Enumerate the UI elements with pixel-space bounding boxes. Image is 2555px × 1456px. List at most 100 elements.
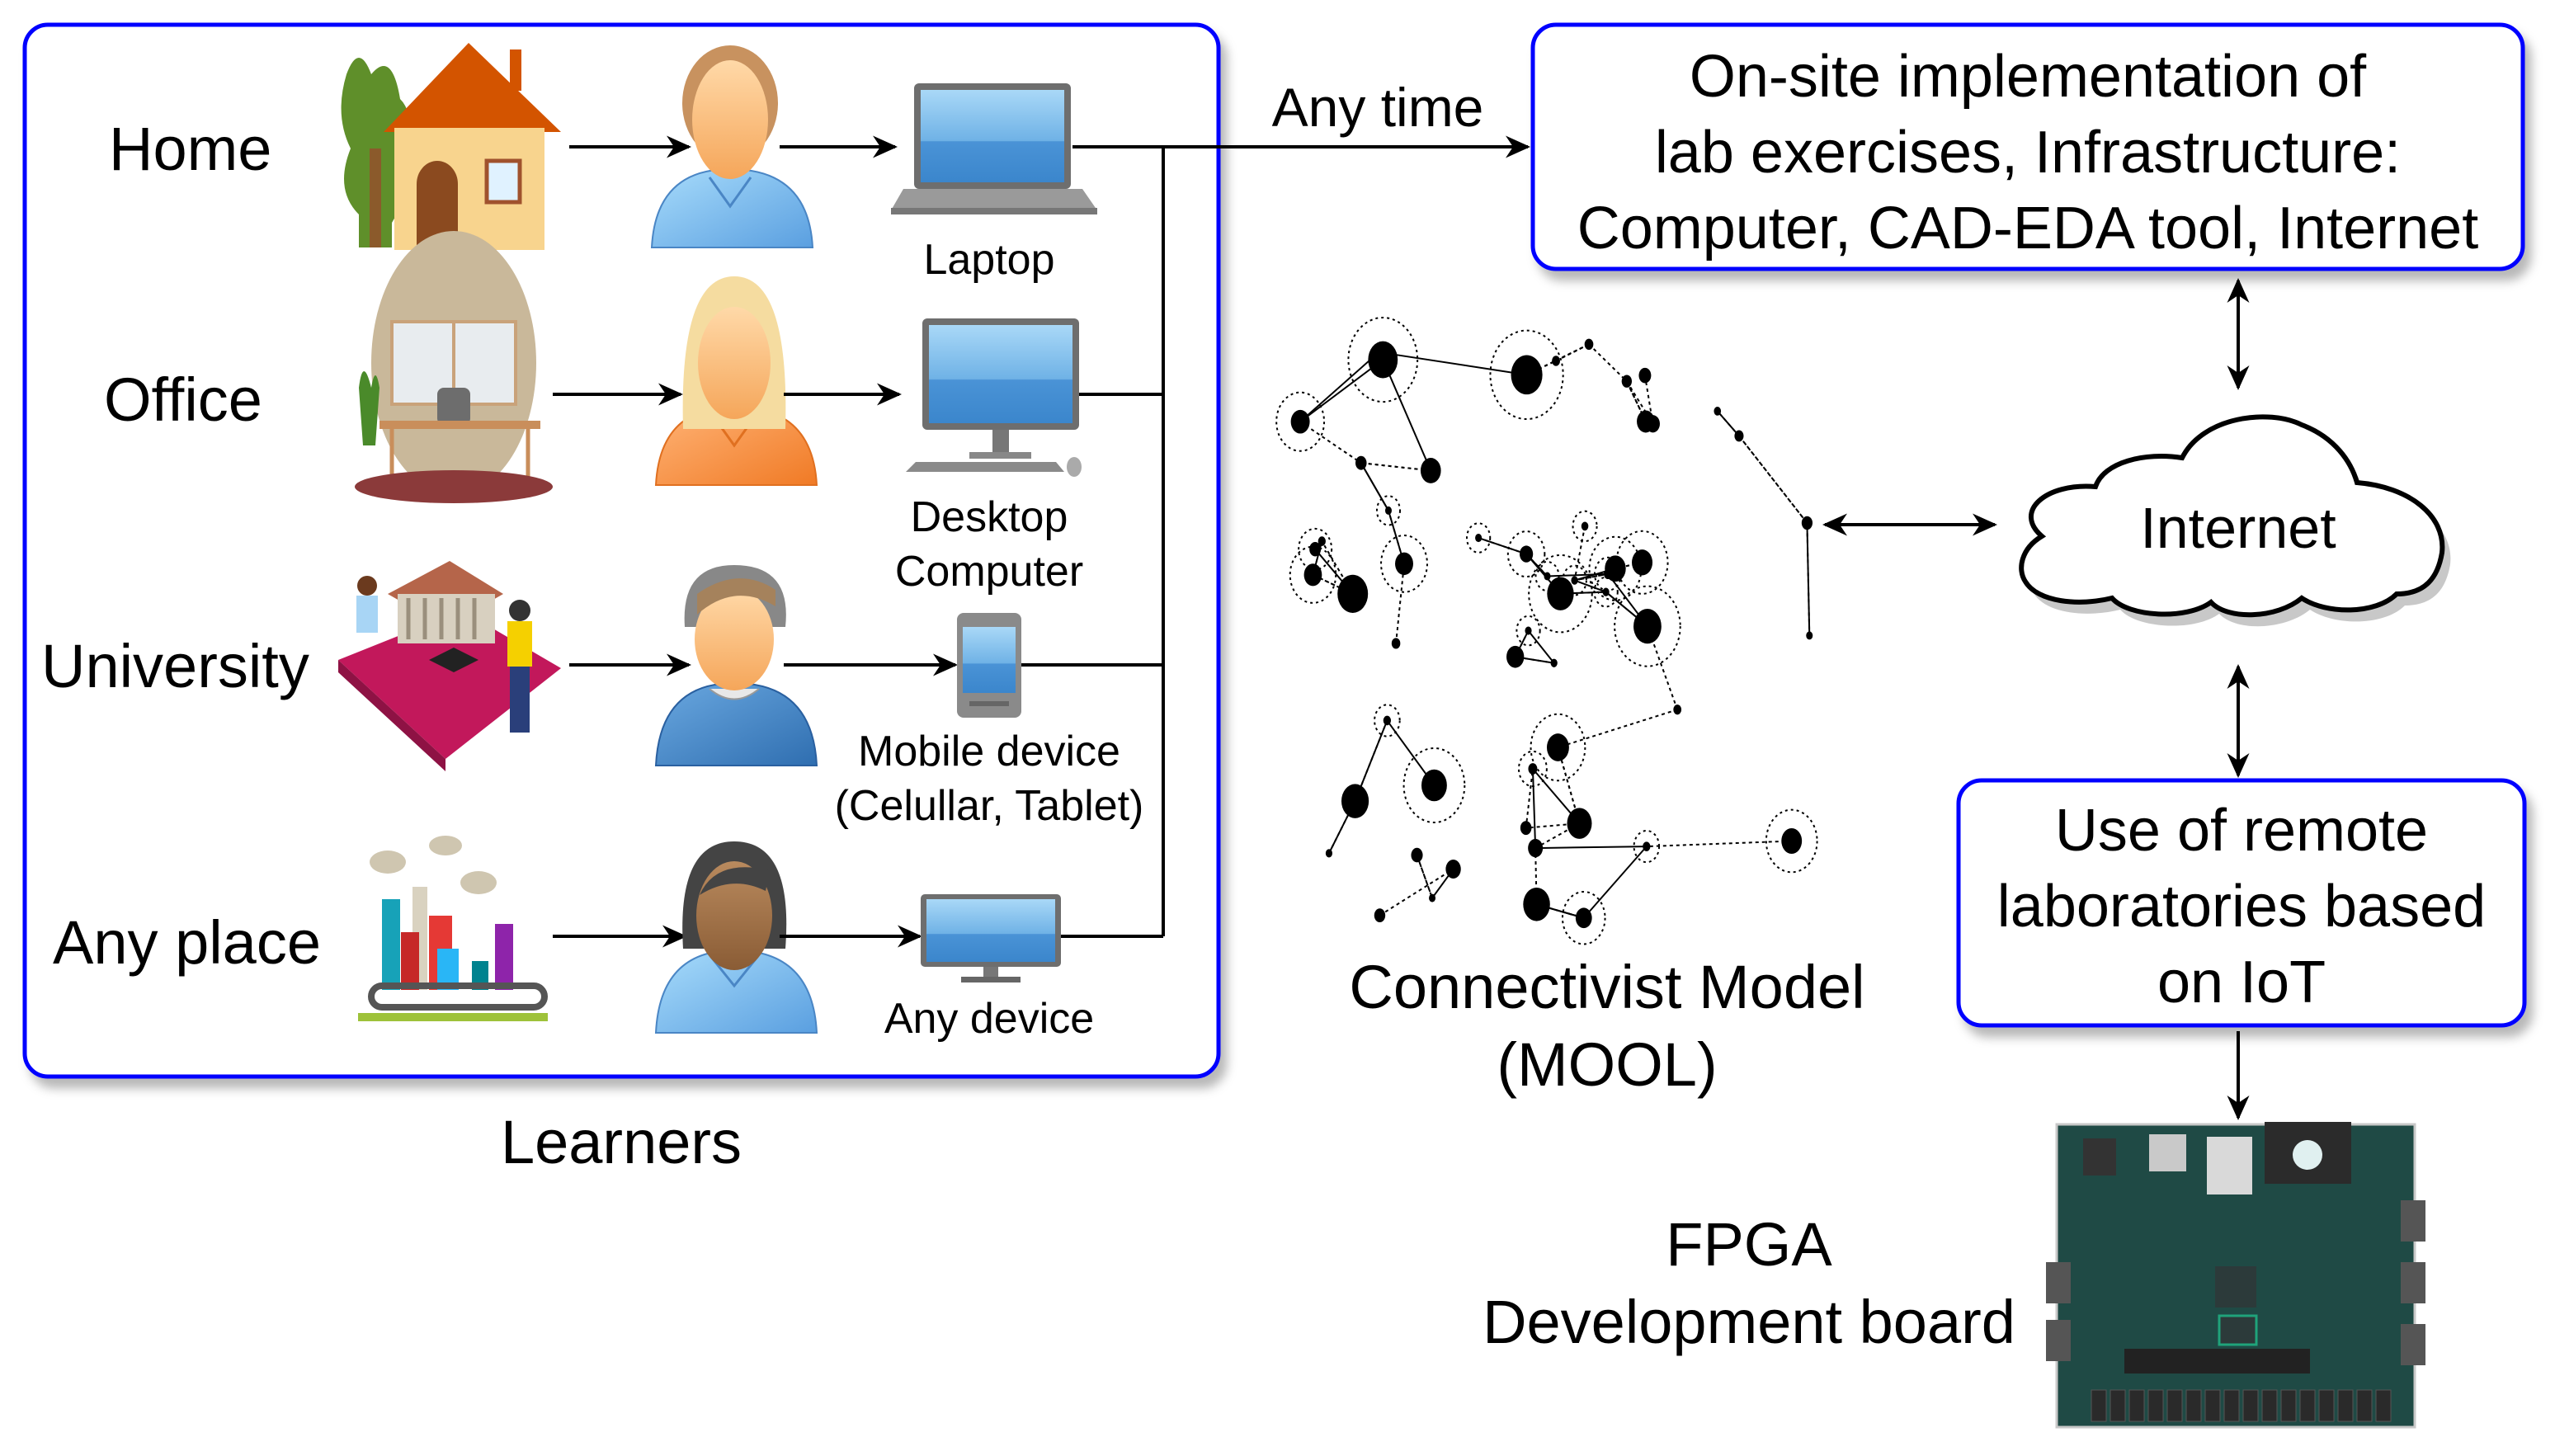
remote-box-text: Use of remote laboratories based on IoT (1959, 792, 2524, 1023)
network-node (1806, 631, 1813, 640)
network-edge (1558, 709, 1678, 748)
network-node-halo (1275, 391, 1326, 452)
network-node (1528, 763, 1538, 775)
network-node (1602, 587, 1610, 596)
network-node-halo (1489, 329, 1564, 421)
network-edge (1574, 573, 1609, 582)
network-node (1420, 458, 1441, 483)
fpga-switch (2337, 1389, 2354, 1422)
network-node-halo (1380, 535, 1428, 593)
device-label-line: Any device (884, 995, 1095, 1043)
network-node (1384, 506, 1392, 515)
network-edge (1382, 359, 1432, 471)
network-node (1673, 704, 1682, 715)
remote-line-1: Use of remote (2054, 798, 2429, 864)
fpga-switch (2318, 1389, 2335, 1422)
network-node (1633, 609, 1662, 644)
fpga-switch (2299, 1389, 2316, 1422)
network-edge (1379, 868, 1454, 916)
device-label-line: (Celullar, Tablet) (834, 782, 1144, 830)
network-node-halo (1593, 576, 1619, 608)
network-node-halo (1534, 560, 1560, 592)
learner-dark-hair-icon (654, 841, 818, 1034)
fpga-switch (2223, 1389, 2240, 1422)
network-node (1303, 563, 1322, 587)
network-edge (1573, 525, 1586, 581)
network-node (1801, 516, 1813, 530)
network-node (1550, 658, 1558, 667)
network-node (1567, 808, 1592, 839)
device-label-any-device: Any device (865, 992, 1113, 1046)
network-edge (1806, 522, 1811, 636)
fpga-switch (2128, 1389, 2145, 1422)
fpga-switch (2261, 1389, 2278, 1422)
network-node-halo (1765, 808, 1818, 874)
network-node-halo (1465, 522, 1492, 554)
remote-line-3: on IoT (2157, 949, 2326, 1015)
network-node (1429, 893, 1436, 902)
fpga-switch (2375, 1389, 2392, 1422)
network-node (1632, 549, 1653, 576)
network-graph-icon (1275, 317, 1818, 945)
network-node (1511, 355, 1543, 395)
place-label-home: Home (109, 115, 272, 183)
cloud-icon (2019, 414, 2451, 627)
fpga-caption-line-2: Development board (1483, 1288, 2015, 1356)
fpga-board-icon (2046, 1122, 2425, 1429)
device-label-line: Computer (894, 548, 1084, 596)
network-node (1391, 638, 1401, 649)
network-node (1374, 908, 1386, 923)
network-node-halo (1402, 747, 1466, 824)
network-node-halo (1572, 510, 1598, 543)
network-edge (1588, 343, 1628, 382)
network-node (1546, 733, 1569, 761)
fpga-switch (2110, 1389, 2126, 1422)
network-node (1520, 821, 1532, 836)
monitor-icon (921, 894, 1061, 982)
network-node (1523, 887, 1550, 921)
remote-line-2: laboratories based (1996, 874, 2487, 940)
network-node-halo (1298, 527, 1333, 571)
fpga-caption: FPGA Development board (1460, 1206, 2038, 1361)
network-node (1368, 341, 1398, 379)
network-node (1621, 375, 1633, 388)
network-node-halo (1633, 829, 1661, 864)
mobile-device-icon (957, 613, 1021, 718)
network-caption: Connectivist Model (MOOL) (1318, 949, 1896, 1104)
network-edge (1299, 351, 1379, 422)
network-node-halo (1530, 713, 1586, 782)
learner-hoodie-icon (654, 565, 818, 766)
network-node (1411, 847, 1423, 863)
any-time-label: Any time (1271, 77, 1484, 138)
network-edge (1360, 462, 1431, 472)
network-node (1605, 555, 1626, 582)
network-node (1528, 838, 1544, 858)
network-node (1643, 841, 1651, 851)
network-edge (1395, 563, 1405, 644)
learner-blue-shirt-icon (650, 45, 814, 248)
network-node-halo (1347, 317, 1419, 403)
network-node-halo (1528, 554, 1593, 634)
network-edge (1525, 768, 1534, 828)
network-node (1544, 572, 1551, 581)
laptop-icon (891, 83, 1097, 214)
network-edge (1360, 462, 1389, 511)
office-desk-icon (355, 231, 553, 503)
network-node-halo (1374, 704, 1401, 737)
network-node (1638, 367, 1652, 384)
place-label-any-place: Any place (53, 908, 321, 977)
network-node (1309, 541, 1322, 557)
device-label-line: Laptop (923, 236, 1055, 284)
network-node (1714, 407, 1722, 416)
desktop-computer-icon (906, 318, 1082, 477)
network-caption-line-2: (MOOL) (1497, 1030, 1718, 1099)
network-edge (1527, 629, 1555, 664)
fpga-switch (2166, 1389, 2183, 1422)
place-label-university: University (41, 632, 309, 700)
learners-caption: Learners (500, 1108, 742, 1176)
network-node (1355, 455, 1367, 470)
network-node-halo (1517, 750, 1548, 788)
network-edge (1299, 359, 1384, 423)
learner-orange-shirt-icon (654, 276, 818, 486)
onsite-line-3: Computer, CAD-EDA tool, Internet (1577, 196, 2479, 262)
